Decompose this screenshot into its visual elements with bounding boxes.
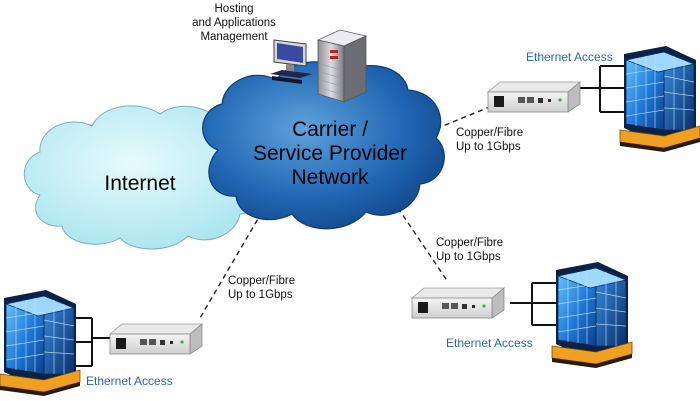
carrier-line-2: Service Provider bbox=[252, 142, 408, 165]
carrier-label: Carrier / Service Provider Network bbox=[240, 118, 420, 190]
ethernet-access-label: Ethernet Access bbox=[86, 374, 173, 388]
hosting-line-1: Hosting bbox=[214, 3, 254, 15]
carrier-cloud bbox=[202, 61, 445, 230]
ethernet-access-label: Ethernet Access bbox=[446, 336, 533, 350]
hosting-line-3: Management bbox=[200, 31, 268, 43]
ethernet-access-device-icon bbox=[411, 287, 505, 319]
carrier-line-1: Carrier / bbox=[292, 118, 368, 141]
link-rate: Up to 1Gbps bbox=[228, 289, 293, 301]
carrier-line-3: Network bbox=[291, 166, 369, 189]
link-speed-label: Copper/Fibre Up to 1Gbps bbox=[456, 126, 523, 154]
ethernet-access-label: Ethernet Access bbox=[526, 50, 613, 64]
link-medium: Copper/Fibre bbox=[436, 237, 504, 249]
link-speed-label: Copper/Fibre Up to 1Gbps bbox=[228, 274, 295, 302]
hosting-line-2: and Applications bbox=[192, 17, 276, 29]
ethernet-access-device-icon bbox=[109, 323, 203, 355]
internet-label: Internet bbox=[104, 172, 176, 195]
link-rate: Up to 1Gbps bbox=[456, 141, 521, 153]
office-building-icon bbox=[619, 45, 700, 153]
link-speed-label: Copper/Fibre Up to 1Gbps bbox=[436, 236, 503, 264]
server-tower-icon bbox=[316, 29, 368, 103]
link-rate: Up to 1Gbps bbox=[436, 251, 501, 263]
ethernet-access-device-icon bbox=[487, 81, 581, 113]
link-medium: Copper/Fibre bbox=[228, 275, 296, 287]
hosting-label: Hosting and Applications Management bbox=[184, 2, 284, 44]
office-building-icon bbox=[551, 261, 633, 369]
link-medium: Copper/Fibre bbox=[456, 127, 524, 139]
office-building-icon bbox=[0, 289, 81, 397]
workstation-monitor-icon bbox=[270, 39, 312, 84]
